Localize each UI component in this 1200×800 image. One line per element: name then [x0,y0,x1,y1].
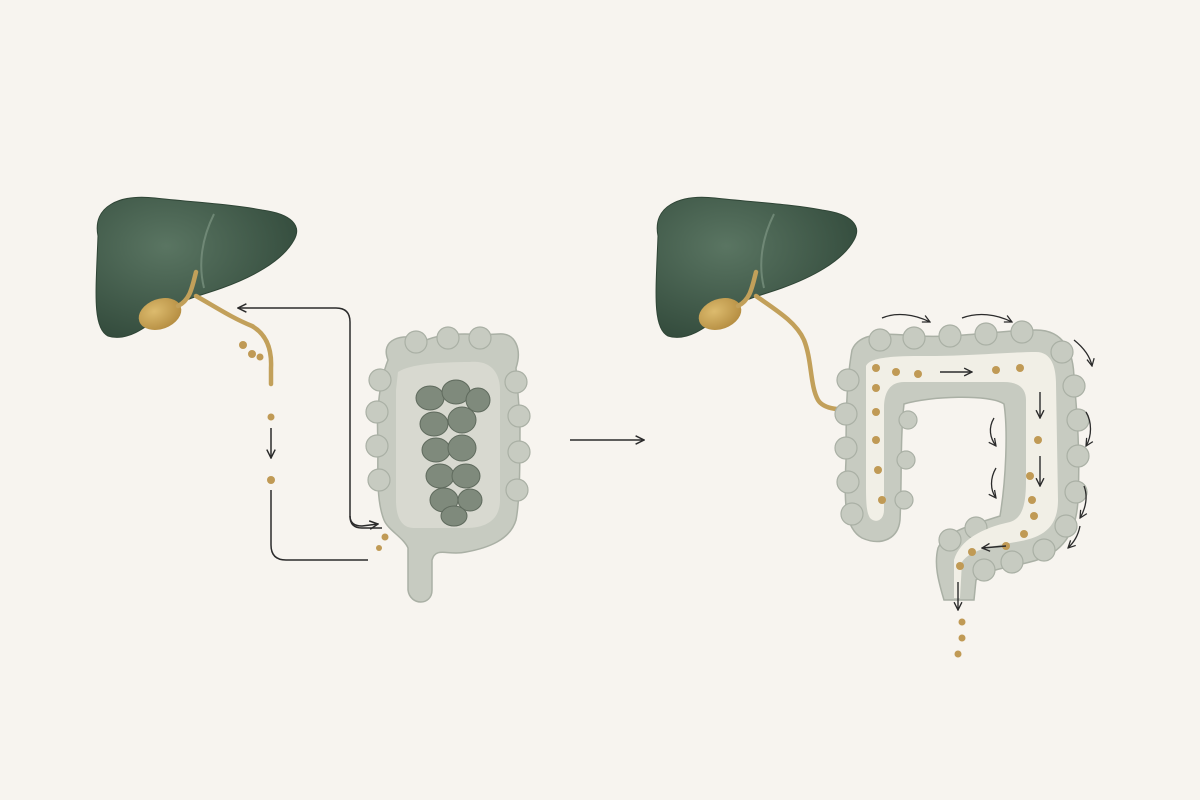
return-arrow-to-colon [349,515,378,526]
return-path-bottom [270,490,368,561]
liver-icon [655,196,858,338]
bile-duct [735,269,869,413]
return-arrow-to-liver [238,308,382,529]
colon-icon [365,326,531,603]
right-panel [655,196,1092,658]
motility-arrows [881,313,1092,548]
liver-icon [95,196,298,338]
left-panel [95,196,531,603]
flow-arrows-internal [940,372,1040,610]
bile-drops [872,364,1042,658]
stool-icon [415,379,491,527]
recirculation-arrows [238,308,382,561]
gallbladder-icon [138,298,182,330]
colon-icon [834,313,1092,658]
gallbladder-icon [698,298,742,330]
bile-duct [175,269,274,387]
